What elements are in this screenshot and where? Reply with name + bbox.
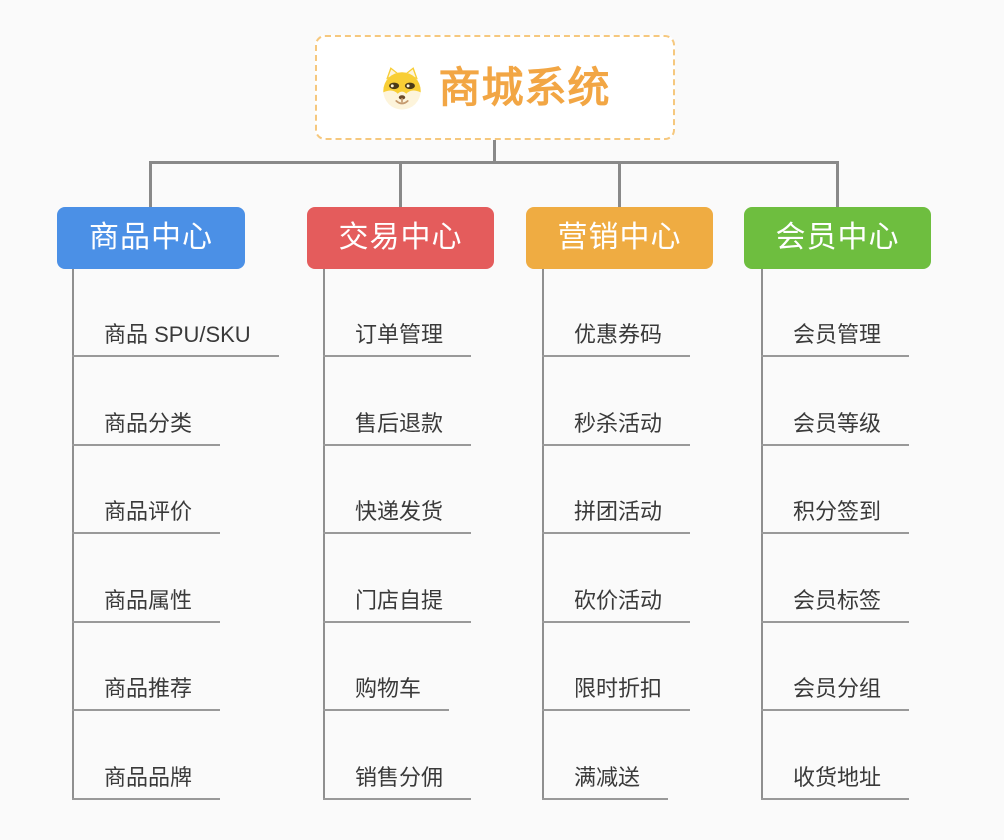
connector-spine [542, 269, 544, 800]
mindmap-leaf[interactable]: 秒杀活动 [542, 411, 691, 446]
mindmap-leaf[interactable]: 商品分类 [72, 411, 221, 446]
mindmap-leaf[interactable]: 商品品牌 [72, 765, 221, 800]
connector-spine [72, 269, 74, 800]
mindmap-leaf[interactable]: 积分签到 [761, 499, 910, 534]
mindmap-leaf[interactable]: 限时折扣 [542, 676, 691, 711]
mindmap-leaf[interactable]: 会员标签 [761, 588, 910, 623]
connector-drop [618, 161, 621, 207]
branch-label: 营销中心 [557, 221, 682, 254]
connector-spine [761, 269, 763, 800]
mindmap-leaf[interactable]: 快递发货 [323, 499, 472, 534]
mindmap-leaf[interactable]: 满减送 [542, 765, 669, 800]
mindmap-leaf[interactable]: 购物车 [323, 676, 450, 711]
mindmap-leaf[interactable]: 订单管理 [323, 322, 472, 357]
branch-node-member-center[interactable]: 会员中心 [744, 207, 931, 269]
branch-label: 会员中心 [775, 221, 900, 254]
mindmap-leaf[interactable]: 商品属性 [72, 588, 221, 623]
mindmap-leaf[interactable]: 会员等级 [761, 411, 910, 446]
branch-node-marketing-center[interactable]: 营销中心 [526, 207, 713, 269]
mindmap-leaf[interactable]: 会员分组 [761, 676, 910, 711]
root-node[interactable]: 商城系统 [315, 35, 675, 140]
branch-label: 交易中心 [338, 221, 463, 254]
connector-spine [323, 269, 325, 800]
mindmap-leaf[interactable]: 会员管理 [761, 322, 910, 357]
branch-node-product-center[interactable]: 商品中心 [57, 207, 245, 269]
mindmap-leaf[interactable]: 收货地址 [761, 765, 910, 800]
mindmap-leaf[interactable]: 商品评价 [72, 499, 221, 534]
connector-drop [836, 161, 839, 207]
mindmap-leaf[interactable]: 销售分佣 [323, 765, 472, 800]
mindmap-leaf[interactable]: 商品推荐 [72, 676, 221, 711]
mindmap-leaf[interactable]: 商品 SPU/SKU [72, 322, 279, 357]
root-title: 商城系统 [438, 63, 611, 111]
mindmap-leaf[interactable]: 优惠券码 [542, 322, 691, 357]
connector-root-stub [493, 140, 496, 163]
mindmap-leaf[interactable]: 门店自提 [323, 588, 472, 623]
branch-node-trade-center[interactable]: 交易中心 [307, 207, 494, 269]
connector-drop [399, 161, 402, 207]
connector-bus [149, 161, 839, 164]
mindmap-leaf[interactable]: 拼团活动 [542, 499, 691, 534]
mindmap-leaf[interactable]: 砍价活动 [542, 588, 691, 623]
doge-icon [383, 66, 422, 110]
branch-label: 商品中心 [89, 221, 213, 254]
mindmap-leaf[interactable]: 售后退款 [323, 411, 472, 446]
connector-drop [149, 161, 152, 207]
